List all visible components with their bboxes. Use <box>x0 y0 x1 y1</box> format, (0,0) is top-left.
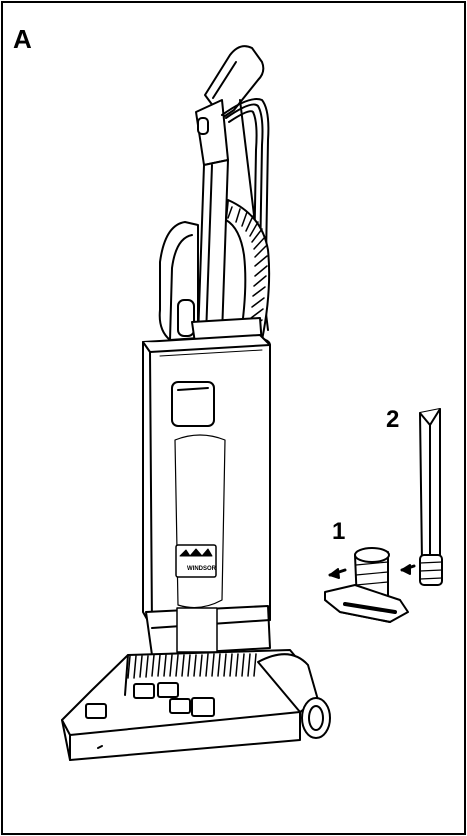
upholstery-nozzle <box>324 547 409 623</box>
wand-tube <box>197 159 229 339</box>
control-button-1 <box>133 683 155 699</box>
accessory-holder <box>158 221 199 341</box>
handle-switch-icon <box>197 117 209 135</box>
control-button-3 <box>169 698 191 714</box>
control-button-4 <box>191 697 215 717</box>
power-switch-icon <box>85 703 107 719</box>
control-button-2 <box>157 682 179 698</box>
handle <box>195 45 265 166</box>
brand-mark-text: WINDSOR <box>187 566 217 572</box>
arrow-icon <box>329 568 340 579</box>
brand-logo <box>175 544 217 578</box>
callout-1: 1 <box>332 518 346 545</box>
arrow-icon <box>401 564 411 575</box>
hose <box>225 199 271 341</box>
crevice-tool <box>400 408 443 586</box>
main-body <box>142 334 271 670</box>
panel-label: A <box>13 24 32 54</box>
callout-2: 2 <box>386 406 400 433</box>
vacuum-base <box>61 649 331 761</box>
